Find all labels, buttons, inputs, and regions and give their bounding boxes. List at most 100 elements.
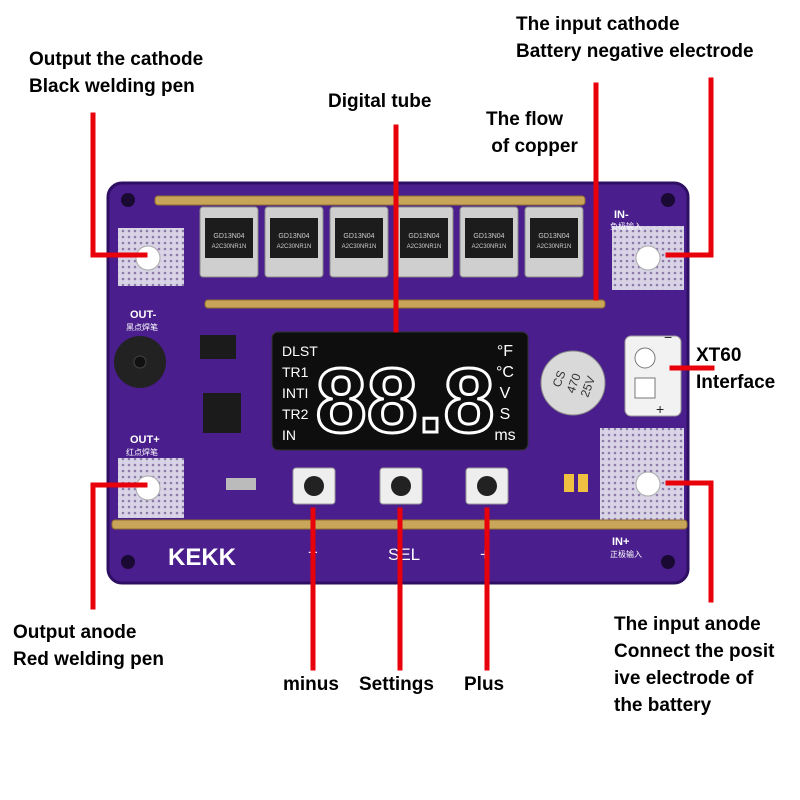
minus-button[interactable] bbox=[292, 467, 336, 505]
label-line: The flow bbox=[486, 109, 564, 130]
mount-hole bbox=[121, 555, 135, 569]
display-mode-label: TR2 bbox=[282, 406, 309, 422]
label-line: Digital tube bbox=[328, 91, 432, 112]
label-line: Connect the posit bbox=[614, 641, 775, 662]
capacitor-label-cs: CS bbox=[550, 369, 569, 389]
mount-hole bbox=[121, 193, 135, 207]
label-output-cathode: Output the cathode Black welding pen bbox=[29, 46, 203, 100]
capacitor-label-voltage: 25V bbox=[578, 374, 598, 399]
xt60-plus-mark: + bbox=[656, 401, 664, 417]
in-plus-terminal bbox=[635, 471, 661, 497]
mosfet-marking: A2C30NR1N bbox=[342, 244, 377, 250]
line-input-cathode bbox=[665, 77, 714, 258]
mosfet-marking: GD13N04 bbox=[343, 233, 374, 240]
capacitor-label-value: 470 bbox=[564, 371, 584, 395]
label-line: Output the cathode bbox=[29, 49, 204, 70]
silk-in-minus-cn: 负极输入 bbox=[610, 221, 642, 231]
xt60-minus-mark: − bbox=[664, 329, 672, 345]
display-unit-label: °C bbox=[496, 364, 514, 381]
display-unit-label: V bbox=[500, 385, 511, 402]
label-line: Output anode bbox=[13, 622, 137, 643]
xt60-connector bbox=[624, 335, 682, 417]
silk-in-minus: IN- bbox=[614, 209, 629, 221]
mosfet-marking: A2C30NR1N bbox=[472, 244, 507, 250]
mosfet-marking: GD13N04 bbox=[473, 233, 504, 240]
settings-button[interactable] bbox=[379, 467, 423, 505]
label-line: Settings bbox=[359, 674, 434, 695]
mosfet-marking: GD13N04 bbox=[408, 233, 439, 240]
in-minus-terminal bbox=[635, 245, 661, 271]
line-output-cathode bbox=[90, 112, 148, 258]
label-settings: Settings bbox=[359, 671, 434, 698]
buzzer-hole bbox=[133, 355, 147, 369]
label-digital-tube: Digital tube bbox=[328, 88, 431, 115]
mount-hole bbox=[661, 193, 675, 207]
out-minus-terminal bbox=[135, 245, 161, 271]
label-input-anode: The input anode Connect the posit ive el… bbox=[614, 611, 774, 719]
display-mode-label: INTI bbox=[282, 385, 308, 401]
display-digits: 88.8 bbox=[315, 350, 494, 452]
copper-bar-top bbox=[154, 195, 586, 206]
display-mode-label: DLST bbox=[282, 343, 318, 359]
copper-bar-middle bbox=[204, 299, 606, 309]
sel-text: SEL bbox=[388, 545, 420, 564]
label-line: Plus bbox=[464, 674, 505, 695]
smd-led bbox=[578, 474, 588, 492]
silk-in-plus: IN+ bbox=[612, 536, 629, 548]
mosfet-marking: A2C30NR1N bbox=[277, 244, 312, 250]
label-flow-copper: The flow of copper bbox=[486, 106, 578, 160]
label-line: Red welding pen bbox=[13, 649, 164, 670]
mosfet-marking: A2C30NR1N bbox=[407, 244, 442, 250]
label-xt60: XT60 Interface bbox=[696, 342, 775, 396]
mosfet-marking: GD13N04 bbox=[538, 233, 569, 240]
brand-text: KEKK bbox=[168, 544, 237, 571]
label-line: The input cathode bbox=[516, 14, 680, 35]
mosfet-marking: GD13N04 bbox=[278, 233, 309, 240]
ic-chip bbox=[200, 335, 236, 359]
label-line: the battery bbox=[614, 695, 712, 716]
label-plus: Plus bbox=[464, 671, 504, 698]
silk-in-plus-cn: 正极输入 bbox=[610, 549, 642, 559]
silk-out-minus: OUT- bbox=[130, 309, 157, 321]
mcu-chip bbox=[203, 393, 241, 433]
label-input-cathode: The input cathode Battery negative elect… bbox=[516, 11, 754, 65]
label-line: minus bbox=[283, 674, 339, 695]
mosfet-marking: A2C30NR1N bbox=[212, 244, 247, 250]
silk-out-plus-cn: 红点焊笔 bbox=[126, 447, 158, 457]
out-plus-terminal bbox=[135, 475, 161, 501]
label-line: Battery negative electrode bbox=[516, 41, 754, 62]
mount-hole bbox=[661, 555, 675, 569]
label-line: of copper bbox=[486, 136, 578, 157]
digital-tube-display bbox=[271, 331, 529, 451]
resistor-array bbox=[226, 478, 256, 490]
mosfet-row: GD13N04A2C30NR1NGD13N04A2C30NR1NGD13N04A… bbox=[199, 206, 584, 278]
plus-button[interactable] bbox=[465, 467, 509, 505]
label-line: ive electrode of bbox=[614, 668, 754, 689]
display-unit-label: S bbox=[500, 406, 511, 423]
annotation-lines bbox=[90, 77, 715, 671]
display-mode-label: TR1 bbox=[282, 364, 309, 380]
label-output-anode: Output anode Red welding pen bbox=[13, 619, 164, 673]
label-line: Black welding pen bbox=[29, 76, 195, 97]
xt60-pin-minus bbox=[634, 347, 656, 369]
silk-out-plus: OUT+ bbox=[130, 434, 160, 446]
xt60-pin-plus bbox=[634, 377, 656, 399]
display-unit-label: °F bbox=[497, 343, 513, 360]
line-output-anode bbox=[90, 482, 148, 610]
silk-out-minus-cn: 黑点焊笔 bbox=[126, 322, 158, 332]
label-line: Interface bbox=[696, 372, 776, 393]
mosfet-marking: A2C30NR1N bbox=[537, 244, 572, 250]
line-input-anode bbox=[665, 480, 714, 603]
label-line: XT60 bbox=[696, 345, 742, 366]
label-line: The input anode bbox=[614, 614, 761, 635]
smd-led bbox=[564, 474, 574, 492]
label-minus: minus bbox=[283, 671, 339, 698]
